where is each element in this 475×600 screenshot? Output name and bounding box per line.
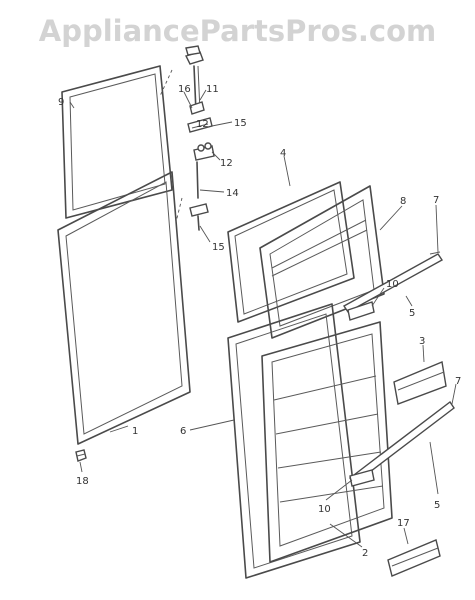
- callout-5-bottom: 5: [434, 500, 440, 511]
- callout-labels: 9 1 18 16 11 15 12 12 14 15 4 8 7 10 5 6…: [58, 84, 461, 559]
- screw-18: [75, 449, 87, 462]
- callout-5-top: 5: [409, 308, 415, 319]
- callout-10-bottom: 10: [318, 504, 331, 515]
- rail-end-cap-lower: [349, 469, 375, 487]
- hinge-pin: [189, 65, 205, 115]
- freezer-door-shelf-rail: [342, 251, 444, 313]
- fresh-food-door-gasket: [57, 171, 191, 445]
- callout-12-b: 12: [196, 119, 209, 130]
- callout-14: 14: [226, 188, 239, 199]
- dairy-bin-17: [387, 539, 441, 577]
- callout-6: 6: [180, 426, 186, 437]
- callout-11: 11: [206, 84, 219, 95]
- callout-16: 16: [178, 84, 191, 95]
- hinge-bushing-12: [193, 142, 215, 161]
- top-hinge-bracket: [159, 45, 204, 97]
- watermark-text: AppliancePartsPros.com: [38, 14, 437, 48]
- callout-3: 3: [419, 336, 425, 347]
- freezer-door-gasket: [61, 65, 173, 219]
- callout-9: 9: [58, 97, 64, 108]
- hinge-pin-14: [175, 161, 199, 223]
- callout-8: 8: [400, 196, 406, 207]
- leader-lines: [69, 89, 457, 548]
- callout-12-a: 12: [220, 158, 233, 169]
- callout-7-top: 7: [433, 195, 439, 206]
- fresh-food-door-liner: [261, 321, 393, 563]
- callout-10-top: 10: [386, 279, 399, 290]
- callout-15-bottom: 15: [212, 242, 225, 253]
- callout-17: 17: [397, 518, 410, 529]
- callout-18: 18: [76, 476, 89, 487]
- callout-2: 2: [362, 548, 368, 559]
- freezer-door-gasket-4: [227, 181, 355, 323]
- bottom-hinge-15: [189, 203, 209, 231]
- callout-1: 1: [132, 426, 138, 437]
- fresh-food-door-gasket-6: [227, 303, 361, 579]
- callout-15-top: 15: [234, 118, 247, 129]
- rail-end-cap-upper: [347, 301, 375, 321]
- callout-4: 4: [280, 148, 286, 159]
- callout-7-bottom: 7: [455, 376, 461, 387]
- door-bin-3: [393, 361, 447, 405]
